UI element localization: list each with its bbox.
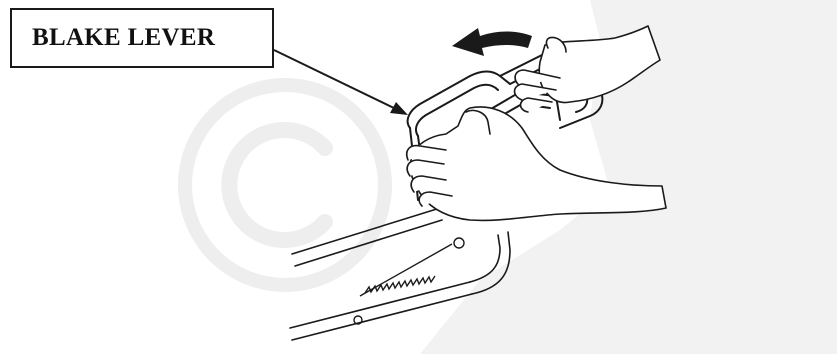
brake-lever-callout: BLAKE LEVER [10,8,274,68]
curved-arrow-left-icon [452,28,532,56]
brake-lever-label: BLAKE LEVER [32,24,215,52]
brake-cable [354,238,464,324]
